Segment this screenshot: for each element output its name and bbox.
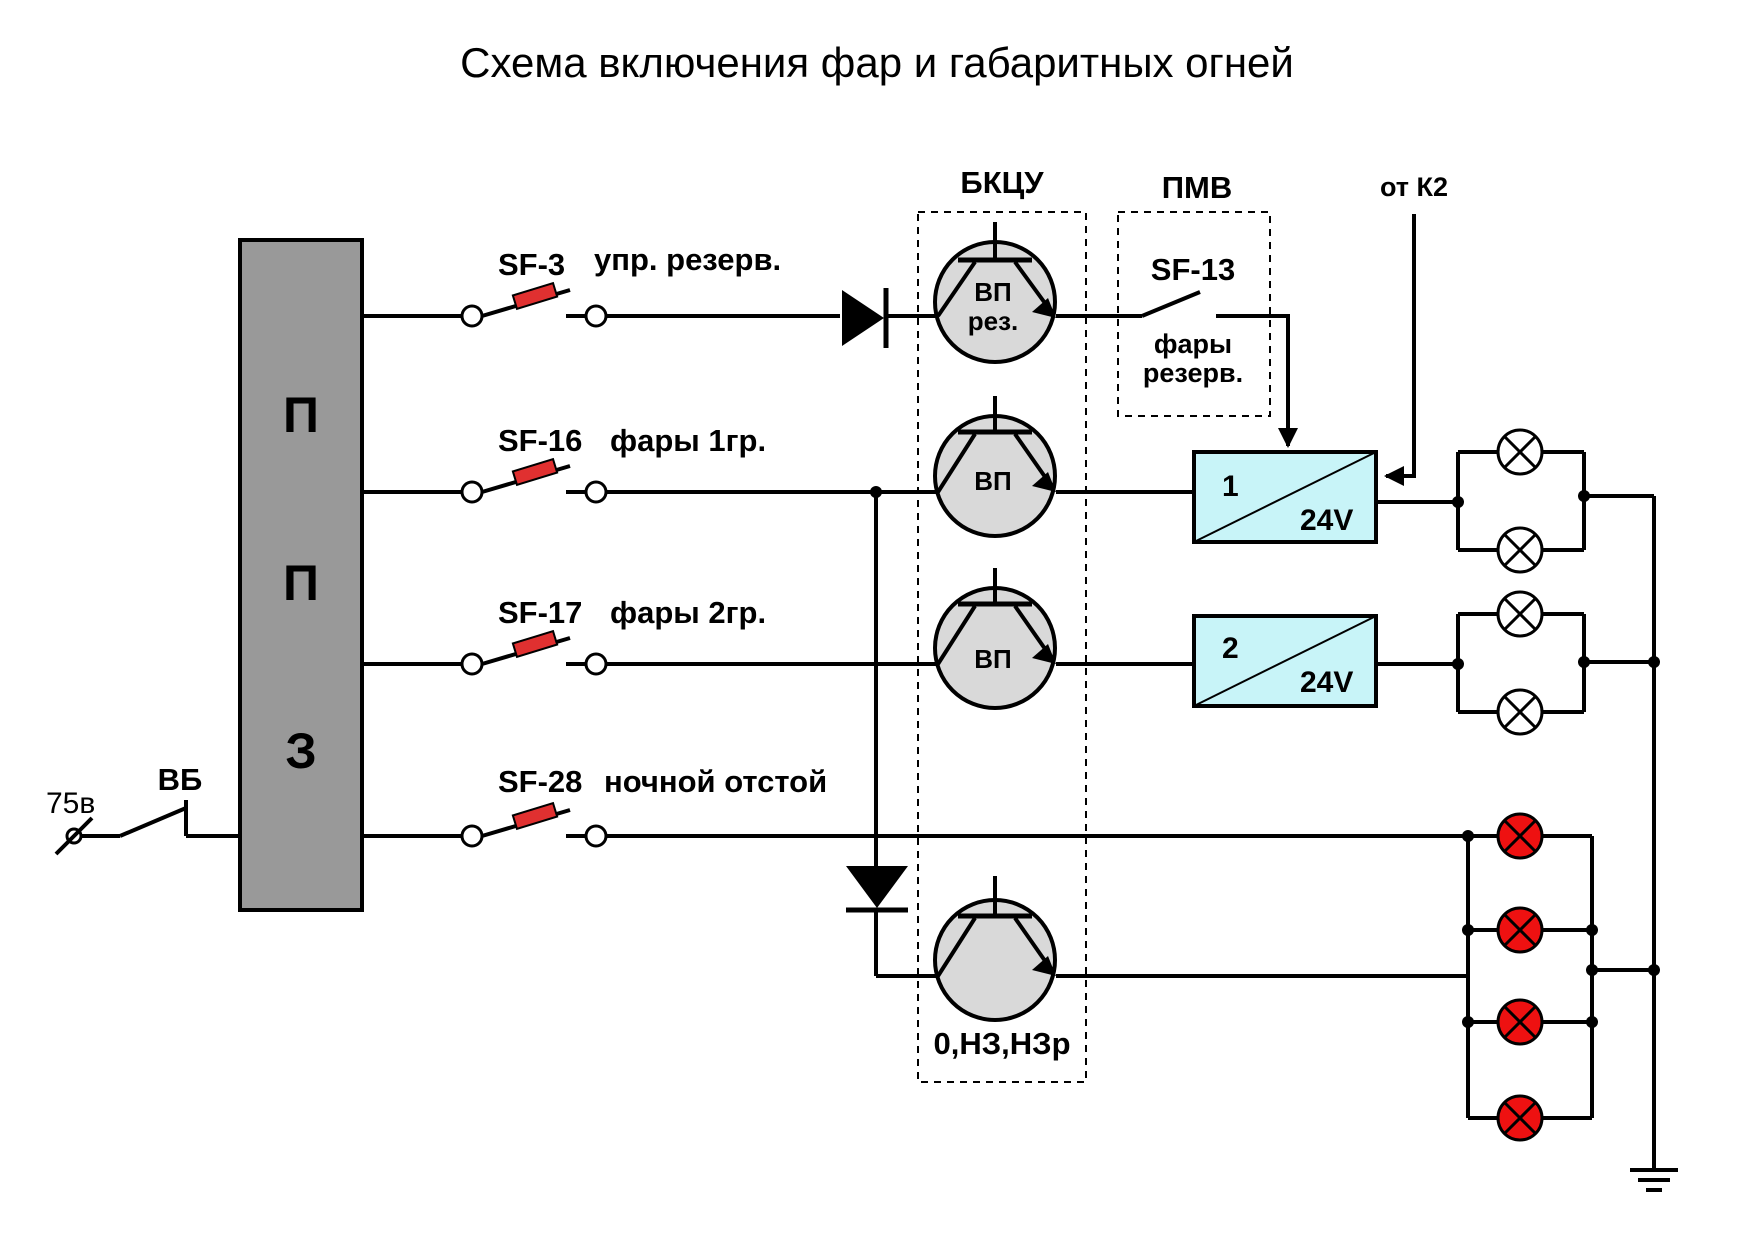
- ground-icon: [1630, 1168, 1678, 1192]
- bkcu-label: БКЦУ: [960, 165, 1044, 200]
- supply-input: 75в ВБ: [46, 762, 240, 856]
- converter-1-voltage: 24V: [1300, 504, 1353, 537]
- breaker-row-sf3: SF-3 упр. резерв.: [362, 242, 840, 328]
- wire-pmv-to-conv1: [1278, 314, 1298, 448]
- breaker-row-sf28: SF-28 ночной отстой: [362, 764, 1468, 848]
- breaker-sf3-label: SF-3: [498, 247, 565, 282]
- panel-letter-1: П: [283, 387, 319, 443]
- diode-sf3-icon: [842, 288, 938, 348]
- bkcu-unit: БКЦУ 0,НЗ,НЗр: [917, 165, 1087, 1083]
- breaker-row-sf17: SF-17 фары 2гр.: [362, 595, 938, 676]
- red-lamp-icon: [1496, 1094, 1544, 1142]
- converter-2-number: 2: [1222, 632, 1239, 665]
- vb-switch-label: ВБ: [158, 762, 203, 797]
- pmv-unit: ПМВ SF-13 фары резерв.: [1117, 170, 1286, 417]
- converter-1-number: 1: [1222, 470, 1239, 503]
- red-lamp-icon: [1496, 998, 1544, 1046]
- ppz-panel: П П З: [238, 238, 364, 912]
- converter-2: 2 24V: [1192, 614, 1378, 708]
- panel-letter-3: З: [285, 723, 316, 779]
- converter-1: 1 24V: [1192, 450, 1378, 544]
- lamp-icon: [1496, 590, 1544, 638]
- sf13-switch-blade: [1141, 290, 1201, 318]
- red-lamp-icon: [1496, 906, 1544, 954]
- marker-light-group: [1462, 812, 1654, 1142]
- wire-k2-to-conv1: [1384, 214, 1416, 486]
- breaker-sf28-desc: ночной отстой: [604, 764, 827, 799]
- breaker-sf17-icon: [511, 629, 559, 659]
- lamp-icon: [1496, 688, 1544, 736]
- pmv-label: ПМВ: [1162, 170, 1233, 205]
- bkcu-bottom-label: 0,НЗ,НЗр: [933, 1026, 1070, 1061]
- transistor-1-label-2: рез.: [968, 306, 1019, 336]
- breaker-row-sf16: SF-16 фары 1гр.: [362, 423, 938, 504]
- pmv-desc-2: резерв.: [1143, 358, 1243, 388]
- breaker-sf17-desc: фары 2гр.: [610, 595, 766, 630]
- k2-label: от К2: [1380, 172, 1448, 202]
- sf13-label: SF-13: [1151, 252, 1235, 287]
- lamp-icon: [1496, 428, 1544, 476]
- transistor-2-label: ВП: [974, 466, 1011, 496]
- breaker-sf17-label: SF-17: [498, 595, 582, 630]
- transistor-3-icon: ВП: [933, 568, 1057, 710]
- lamp-icon: [1496, 526, 1544, 574]
- transistor-1-label-1: ВП: [974, 277, 1011, 307]
- vb-switch-blade: [119, 806, 187, 838]
- supply-voltage-label: 75в: [46, 787, 95, 820]
- ground-bus: [1630, 496, 1678, 1192]
- breaker-sf16-label: SF-16: [498, 423, 582, 458]
- transistor-1-icon: ВП рез.: [933, 222, 1057, 364]
- red-lamp-icon: [1496, 812, 1544, 860]
- panel-letter-2: П: [283, 555, 319, 611]
- night-tap-wire: [846, 486, 938, 978]
- transistor-2-icon: ВП: [933, 396, 1057, 538]
- headlight-group-1: [1452, 428, 1654, 574]
- headlight-group-2: [1452, 590, 1654, 736]
- converter-2-voltage: 24V: [1300, 666, 1353, 699]
- transistor-3-label: ВП: [974, 644, 1011, 674]
- transistor-4-icon: [933, 876, 1057, 1022]
- breaker-sf3-desc: упр. резерв.: [594, 242, 781, 277]
- breaker-sf3-icon: [511, 281, 559, 311]
- breaker-sf28-label: SF-28: [498, 764, 582, 799]
- pmv-desc-1: фары: [1154, 329, 1232, 359]
- diagram-title: Схема включения фар и габаритных огней: [460, 39, 1294, 86]
- breaker-sf28-icon: [511, 801, 559, 831]
- breaker-sf16-icon: [511, 457, 559, 487]
- breaker-sf16-desc: фары 1гр.: [610, 423, 766, 458]
